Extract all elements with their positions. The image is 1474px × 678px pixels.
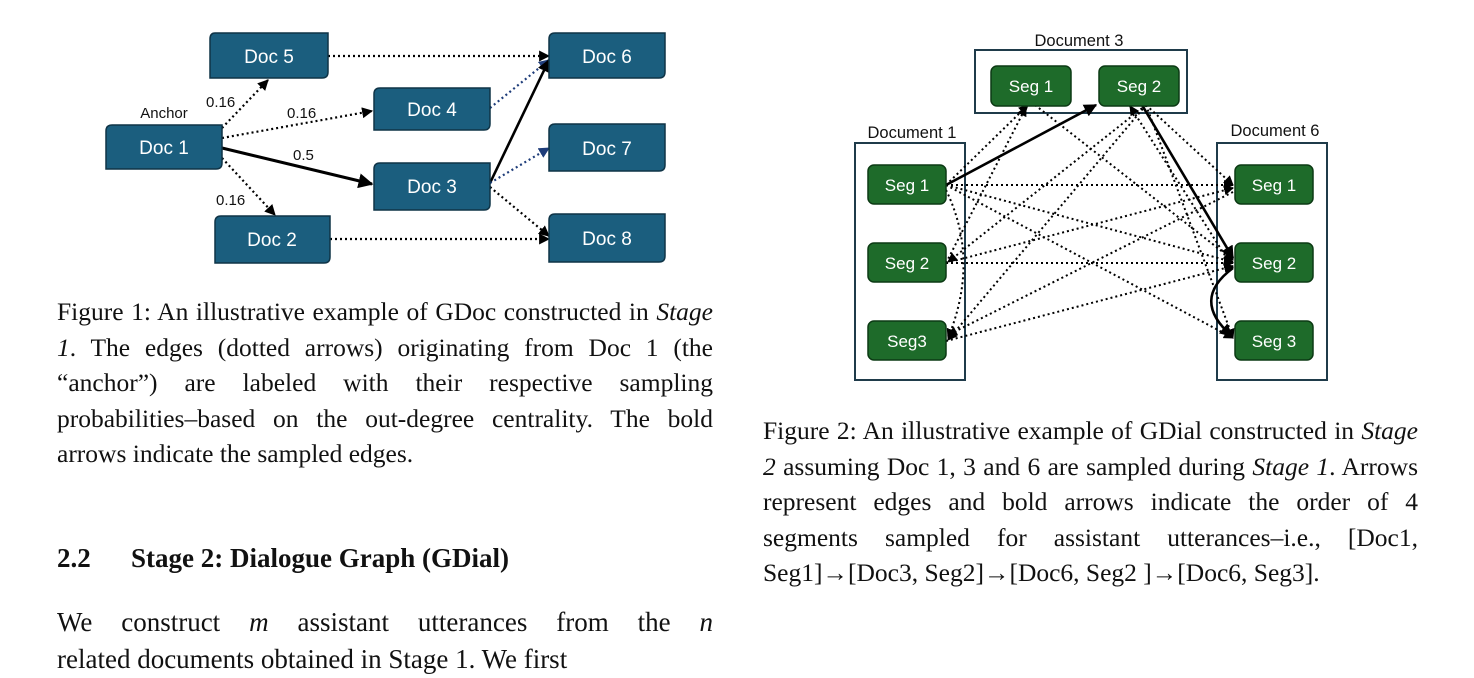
segment-doc3-seg1-label: Seg 1 — [1009, 77, 1053, 96]
node-doc1-label: Doc 1 — [139, 138, 189, 159]
node-doc8: Doc 8 — [548, 213, 666, 263]
fig2-caption-stage-a: Stage 2 — [763, 416, 1418, 481]
group-document-6-label: Document 6 — [1231, 122, 1320, 140]
group-document-6 — [1216, 142, 1328, 381]
node-doc2-label: Doc 2 — [247, 230, 297, 251]
node-doc8-label: Doc 8 — [582, 229, 632, 250]
fig2-caption-text-3: . Arrows represent edges and bold arrows… — [763, 451, 1418, 588]
figure-2-caption: Figure 2: An illustrative example of GDi… — [763, 413, 1418, 591]
section-number: 2.2 — [57, 543, 91, 573]
figure-1: Doc 5 Doc 4 Doc 1 Doc 3 Doc 2 Doc 6 Doc … — [105, 32, 666, 264]
group-document-3-label: Document 3 — [1035, 32, 1124, 50]
node-doc2: Doc 2 — [214, 215, 331, 264]
node-doc5-label: Doc 5 — [244, 47, 294, 68]
group-document-1-label: Document 1 — [868, 124, 957, 142]
segment-doc1-seg3: Seg3 — [867, 320, 947, 361]
edge-doc1-doc4 — [221, 107, 374, 140]
section-heading: 2.2 Stage 2: Dialogue Graph (GDial) — [57, 543, 509, 574]
body-paragraph-line-2: related documents obtained in Stage 1. W… — [57, 644, 568, 674]
edge-label-doc1-doc2: 0.16 — [216, 192, 245, 209]
fig1-caption-text: Figure 1: An illustrative example of GDo… — [57, 297, 657, 326]
edge-doc3-doc7 — [489, 147, 550, 184]
figure-1-caption: Figure 1: An illustrative example of GDo… — [57, 294, 713, 472]
bold-edge-d3s2-d6s2 — [1140, 104, 1235, 260]
segment-doc1-seg3-label: Seg3 — [887, 332, 927, 351]
segment-doc6-seg3-label: Seg 3 — [1252, 332, 1296, 351]
fig2-bold-edges — [945, 103, 1235, 337]
body-text-2: assistant utterances from the — [268, 607, 700, 637]
edge-doc1-doc3 — [221, 146, 374, 189]
fig1-edges — [221, 50, 551, 245]
fig2-caption-text: Figure 2: An illustrative example of GDi… — [763, 416, 1362, 445]
fig2-dotted-edges — [945, 104, 1235, 342]
edge-label-doc1-doc5: 0.16 — [206, 94, 235, 111]
edge-label-doc1-doc3: 0.5 — [293, 147, 314, 164]
group-document-1 — [854, 142, 966, 381]
fig1-nodes: Doc 5 Doc 4 Doc 1 Doc 3 Doc 2 Doc 6 Doc … — [105, 32, 666, 264]
fig1-caption-stage: Stage 1 — [57, 297, 713, 362]
segment-doc6-seg2: Seg 2 — [1234, 242, 1314, 283]
bold-edge-d6s2-d6s3 — [1209, 266, 1234, 337]
node-doc3: Doc 3 — [373, 162, 491, 211]
body-text-1: We construct — [57, 607, 250, 637]
edge-label-doc1-doc4: 0.16 — [287, 105, 316, 122]
fig2-caption-text-2: assuming Doc 1, 3 and 6 are sampled duri… — [775, 451, 1253, 481]
segment-doc3-seg1: Seg 1 — [990, 65, 1072, 107]
node-doc7: Doc 7 — [548, 123, 666, 172]
node-doc5: Doc 5 — [209, 32, 329, 79]
bold-edge-d1s1-d3s2 — [945, 103, 1098, 187]
edge-doc3-doc8 — [489, 186, 550, 237]
fig2-caption-stage-b: Stage 1 — [1252, 451, 1330, 481]
node-doc7-label: Doc 7 — [582, 139, 632, 160]
body-var-n: n — [699, 607, 714, 637]
edge-doc4-doc6 — [489, 59, 550, 109]
node-doc1: Doc 1 — [105, 124, 223, 170]
segment-doc6-seg2-label: Seg 2 — [1252, 254, 1296, 273]
body-paragraph-line-1: We construct m assistant utterances from… — [57, 604, 713, 641]
node-doc4: Doc 4 — [373, 87, 491, 131]
edge-doc1-doc5 — [221, 79, 269, 129]
fig1-caption-rest: . The edges (dotted arrows) originating … — [57, 332, 713, 469]
segment-doc3-seg2: Seg 2 — [1098, 65, 1180, 107]
edge-doc3-doc6 — [488, 58, 551, 184]
segment-doc6-seg1-label: Seg 1 — [1252, 176, 1296, 195]
segment-doc1-seg2-label: Seg 2 — [885, 254, 929, 273]
segment-doc1-seg1-label: Seg 1 — [885, 176, 929, 195]
body-var-m: m — [249, 607, 269, 637]
figure-2: Document 3 Document 1 Document 6 Seg 1 — [854, 32, 1328, 381]
anchor-label: Anchor — [140, 105, 188, 122]
node-doc6: Doc 6 — [548, 32, 666, 79]
node-doc4-label: Doc 4 — [407, 100, 457, 121]
node-doc3-label: Doc 3 — [407, 177, 457, 198]
segment-doc3-seg2-label: Seg 2 — [1117, 77, 1161, 96]
segment-doc1-seg1: Seg 1 — [867, 164, 947, 205]
segment-doc1-seg2: Seg 2 — [867, 242, 947, 283]
segment-doc6-seg3: Seg 3 — [1234, 320, 1314, 361]
node-doc6-label: Doc 6 — [582, 47, 632, 68]
section-title: Stage 2: Dialogue Graph (GDial) — [131, 543, 509, 573]
segment-doc6-seg1: Seg 1 — [1234, 164, 1314, 205]
